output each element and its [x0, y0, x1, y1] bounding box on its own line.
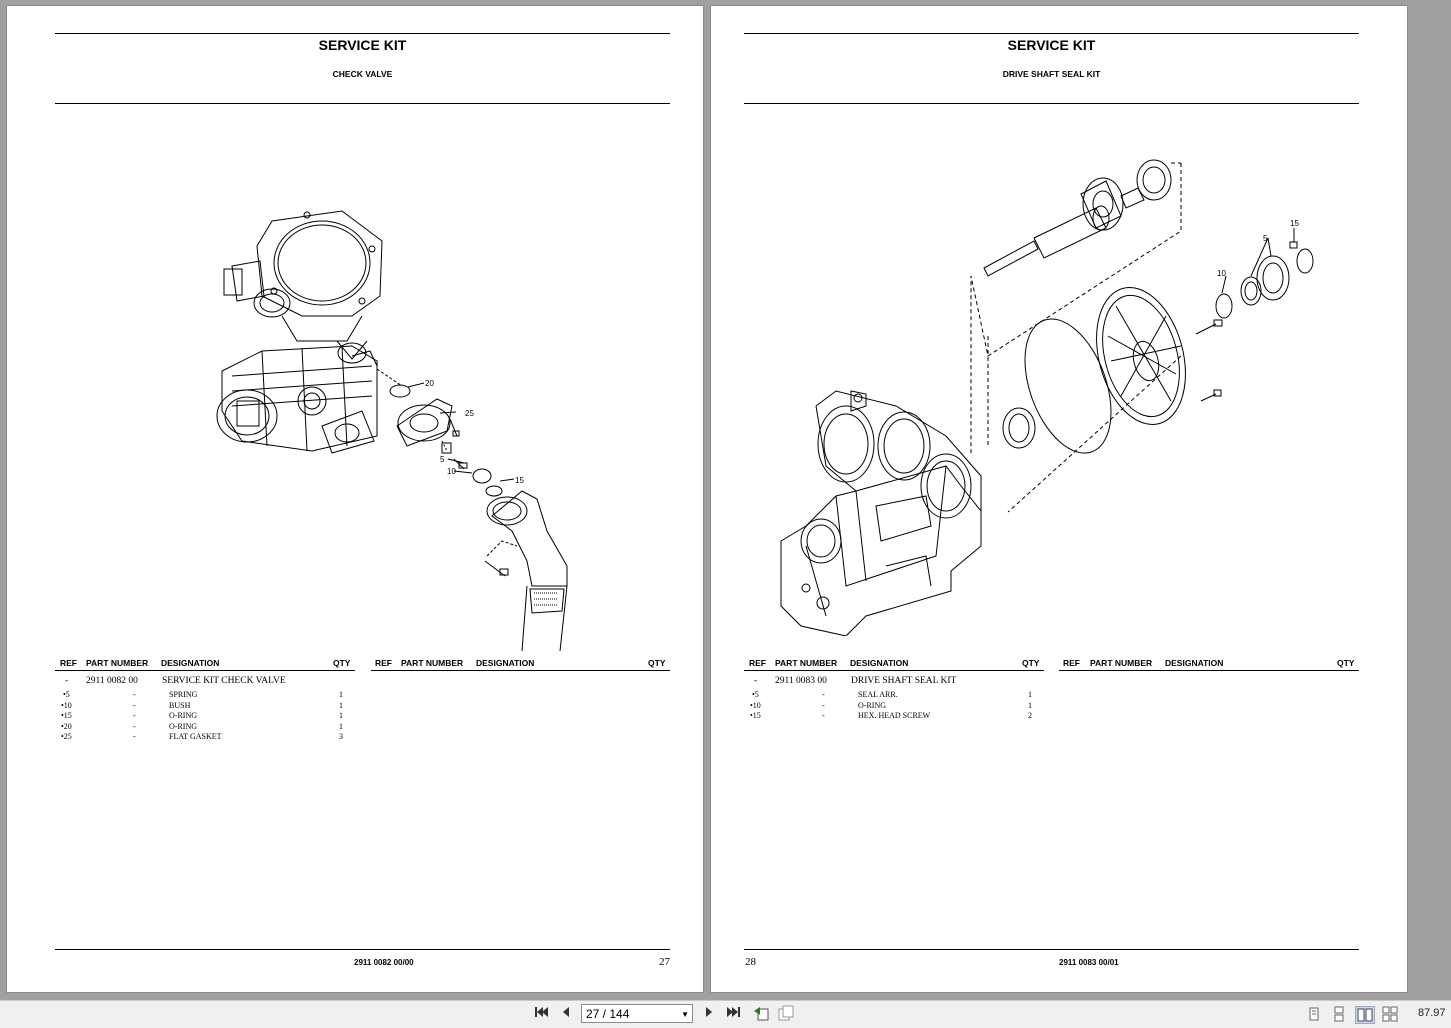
table-row: - 2911 0083 00 DRIVE SHAFT SEAL KIT: [754, 676, 957, 686]
header-designation: DESIGNATION: [850, 658, 909, 668]
table-row: •10 - O-RING 1: [750, 700, 1032, 710]
footer-rule: [744, 949, 1359, 950]
header-ref: REF: [60, 658, 77, 668]
table-row: - 2911 0082 00 SERVICE KIT CHECK VALVE: [65, 676, 286, 686]
zoom-level[interactable]: 87.97: [1418, 1007, 1446, 1019]
last-page-icon[interactable]: [724, 1005, 744, 1023]
next-page-icon[interactable]: [699, 1005, 719, 1023]
page-number: 27: [659, 956, 670, 968]
document-viewport[interactable]: SERVICE KIT CHECK VALVE: [0, 0, 1451, 1000]
page-title: SERVICE KIT: [1007, 37, 1096, 53]
next-view-icon[interactable]: [776, 1005, 796, 1023]
table-row: •20 - O-RING 1: [61, 721, 343, 731]
header-ref: REF: [375, 658, 392, 668]
page-indicator: 27 / 144: [586, 1007, 630, 1021]
header-qty: QTY: [1337, 658, 1355, 668]
drive-shaft-exploded-drawing: 15 5 10: [780, 159, 1314, 636]
page-title: SERVICE KIT: [318, 37, 407, 53]
chevron-down-icon[interactable]: ▼: [681, 1010, 689, 1019]
header-designation: DESIGNATION: [1165, 658, 1224, 668]
navigation-toolbar: 27 / 144 ▼ 87.97: [0, 1000, 1451, 1028]
callout-10: 10: [447, 467, 456, 476]
page-number-input[interactable]: 27 / 144 ▼: [581, 1004, 693, 1023]
check-valve-exploded-drawing: 20 25 5 10 15: [216, 210, 568, 651]
header-ref: REF: [1063, 658, 1080, 668]
header-part-number: PART NUMBER: [86, 658, 149, 668]
header-part-number: PART NUMBER: [1090, 658, 1153, 668]
callout-10: 10: [1217, 269, 1226, 278]
header-bottom-rule: [744, 103, 1359, 104]
table-row: •5 - SPRING 1: [63, 690, 343, 699]
parts-table-header-col2: REF PART NUMBER DESIGNATION QTY: [1059, 658, 1359, 671]
single-page-view-icon[interactable]: [1305, 1006, 1323, 1022]
header-qty: QTY: [1022, 658, 1040, 668]
table-row: •15 - O-RING 1: [61, 711, 343, 720]
parts-table-header-col2: REF PART NUMBER DESIGNATION QTY: [371, 658, 671, 671]
parts-table-header: REF PART NUMBER DESIGNATION QTY: [55, 658, 355, 671]
previous-view-icon[interactable]: [751, 1005, 771, 1023]
page-27: SERVICE KIT CHECK VALVE: [7, 6, 703, 992]
callout-15: 15: [1290, 219, 1299, 228]
table-row: •25 - FLAT GASKET 3: [61, 732, 343, 741]
two-page-view-icon[interactable]: [1355, 1006, 1375, 1024]
header-part-number: PART NUMBER: [401, 658, 464, 668]
document-number: 2911 0083 00/01: [1059, 958, 1119, 967]
callout-25: 25: [465, 409, 474, 418]
header-qty: QTY: [333, 658, 351, 668]
page-subtitle: DRIVE SHAFT SEAL KIT: [1002, 69, 1101, 79]
table-row: •10 - BUSH 1: [61, 700, 343, 710]
callout-5: 5: [1263, 234, 1268, 243]
callout-20: 20: [425, 379, 434, 388]
continuous-view-icon[interactable]: [1330, 1006, 1348, 1022]
previous-page-icon[interactable]: [556, 1005, 576, 1023]
header-designation: DESIGNATION: [161, 658, 220, 668]
two-page-continuous-view-icon[interactable]: [1381, 1006, 1399, 1022]
first-page-icon[interactable]: [531, 1005, 551, 1023]
page-number: 28: [745, 956, 756, 968]
header-designation: DESIGNATION: [476, 658, 535, 668]
header-top-rule: [744, 33, 1359, 34]
table-row: •15 - HEX. HEAD SCREW 2: [750, 711, 1032, 720]
page-subtitle: CHECK VALVE: [332, 69, 393, 79]
page-28: SERVICE KIT DRIVE SHAFT SEAL KIT: [711, 6, 1407, 992]
header-bottom-rule: [55, 103, 670, 104]
table-row: •5 - SEAL ARR. 1: [752, 690, 1032, 699]
footer-rule: [55, 949, 670, 950]
header-top-rule: [55, 33, 670, 34]
header-ref: REF: [749, 658, 766, 668]
header-part-number: PART NUMBER: [775, 658, 838, 668]
header-qty: QTY: [648, 658, 666, 668]
parts-table-header: REF PART NUMBER DESIGNATION QTY: [744, 658, 1044, 671]
document-number: 2911 0082 00/00: [354, 958, 414, 967]
callout-5: 5: [440, 455, 445, 464]
callout-15: 15: [515, 476, 524, 485]
